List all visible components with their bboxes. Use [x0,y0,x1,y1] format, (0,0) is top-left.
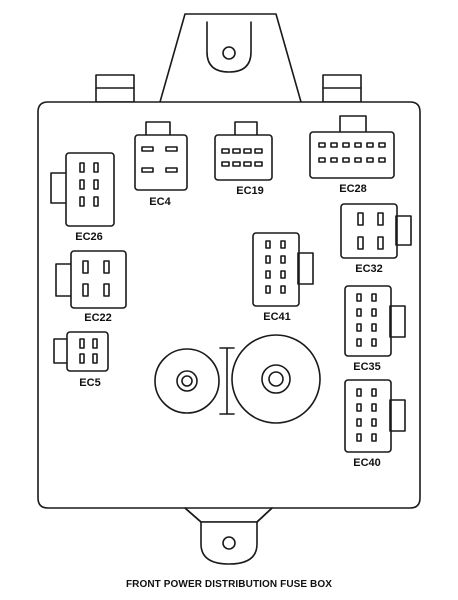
label-ec22: EC22 [84,312,112,324]
label-ec4: EC4 [149,196,171,208]
top-mounting-tab [159,13,302,103]
fuse-box-housing [37,101,421,509]
label-ec32: EC32 [355,263,383,275]
connector-ec41 [252,232,314,307]
connector-ec19 [214,121,273,181]
label-ec40: EC40 [353,457,381,469]
label-ec19: EC19 [236,185,264,197]
connector-ec22 [55,250,127,309]
label-ec35: EC35 [353,361,381,373]
connector-ec5 [53,331,109,372]
top-right-clip [322,74,362,103]
connector-ec35 [344,285,406,357]
label-ec41: EC41 [263,311,291,323]
connector-ec32 [340,203,412,259]
label-ec26: EC26 [75,231,103,243]
label-ec5: EC5 [79,377,101,389]
label-ec28: EC28 [339,183,367,195]
bottom-mounting-tab [184,507,273,565]
bottom-mounting-hole [222,536,236,550]
top-mounting-hole [222,46,236,60]
top-left-clip [95,74,135,103]
connector-ec40 [344,379,406,453]
large-power-stud [231,334,321,424]
connector-ec4 [134,121,188,191]
connector-ec28 [309,115,395,179]
diagram-caption: FRONT POWER DISTRIBUTION FUSE BOX [125,579,333,590]
small-power-stud [154,348,220,414]
connector-ec26 [50,152,115,227]
stud-divider [219,347,235,415]
